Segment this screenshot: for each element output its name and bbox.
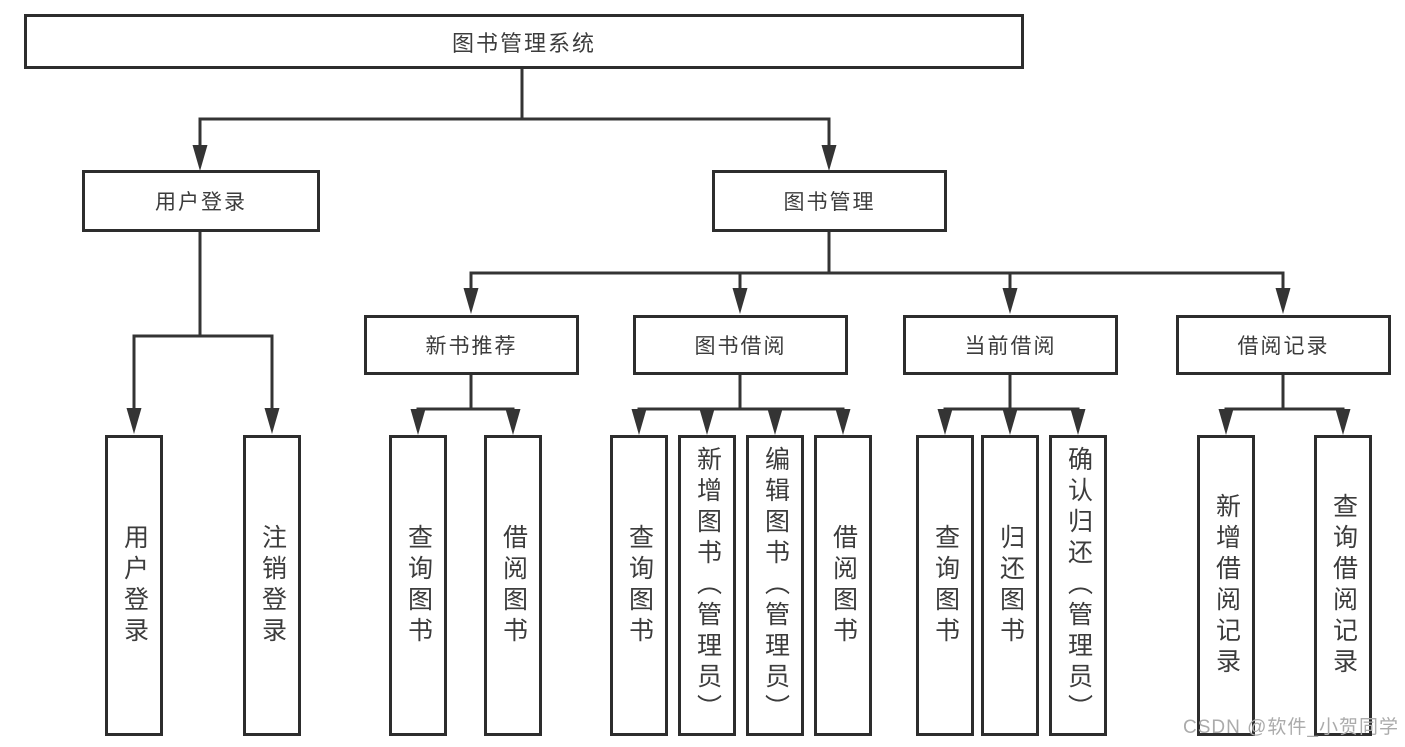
node-leaf-borrow-books-recommend: 借阅图书 [484, 435, 542, 736]
node-leaf-add-books-admin: 新增图书（管理员） [678, 435, 736, 736]
node-leaf-return-books-label: 归还图书 [996, 523, 1025, 648]
node-leaf-user-login: 用户登录 [105, 435, 163, 736]
node-leaf-confirm-return-admin: 确认归还（管理员） [1049, 435, 1107, 736]
node-leaf-edit-books-admin-label: 编辑图书（管理员） [761, 446, 790, 725]
node-leaf-return-books: 归还图书 [981, 435, 1039, 736]
node-book-management-label: 图书管理 [783, 191, 876, 214]
node-library-system-label: 图书管理系统 [451, 30, 596, 56]
node-new-book-recommend-label: 新书推荐 [425, 335, 518, 358]
node-leaf-query-borrow-record: 查询借阅记录 [1314, 435, 1372, 736]
node-book-borrowing: 图书借阅 [633, 315, 848, 375]
csdn-watermark: CSDN @软件_小贺同学 [1183, 717, 1399, 738]
node-new-book-recommend: 新书推荐 [364, 315, 579, 375]
node-leaf-query-books-borrowing: 查询图书 [610, 435, 668, 736]
node-leaf-add-borrow-record-label: 新增借阅记录 [1212, 492, 1241, 679]
node-leaf-query-borrow-record-label: 查询借阅记录 [1329, 492, 1358, 679]
node-user-login-label: 用户登录 [155, 191, 247, 214]
node-leaf-query-books-recommend-label: 查询图书 [404, 523, 433, 648]
node-leaf-query-books-current: 查询图书 [916, 435, 974, 736]
node-leaf-query-books-borrowing-label: 查询图书 [625, 523, 654, 648]
node-borrowing-records-label: 借阅记录 [1237, 335, 1330, 358]
node-book-borrowing-label: 图书借阅 [694, 335, 787, 358]
node-library-system: 图书管理系统 [24, 14, 1024, 69]
node-leaf-query-books-current-label: 查询图书 [931, 523, 960, 648]
node-leaf-add-borrow-record: 新增借阅记录 [1197, 435, 1255, 736]
node-leaf-logout-label: 注销登录 [258, 523, 287, 648]
node-leaf-borrow-books-recommend-label: 借阅图书 [499, 523, 528, 648]
node-current-borrowing-label: 当前借阅 [964, 335, 1057, 358]
node-leaf-query-books-recommend: 查询图书 [389, 435, 447, 736]
node-user-login: 用户登录 [82, 170, 320, 232]
node-leaf-borrow-books-borrowing-label: 借阅图书 [829, 523, 858, 648]
node-leaf-confirm-return-admin-label: 确认归还（管理员） [1064, 446, 1093, 725]
node-leaf-user-login-label: 用户登录 [120, 523, 149, 648]
node-book-management: 图书管理 [712, 170, 947, 232]
node-leaf-logout: 注销登录 [243, 435, 301, 736]
node-leaf-add-books-admin-label: 新增图书（管理员） [693, 446, 722, 725]
node-borrowing-records: 借阅记录 [1176, 315, 1391, 375]
node-leaf-borrow-books-borrowing: 借阅图书 [814, 435, 872, 736]
node-current-borrowing: 当前借阅 [903, 315, 1118, 375]
node-leaf-edit-books-admin: 编辑图书（管理员） [746, 435, 804, 736]
